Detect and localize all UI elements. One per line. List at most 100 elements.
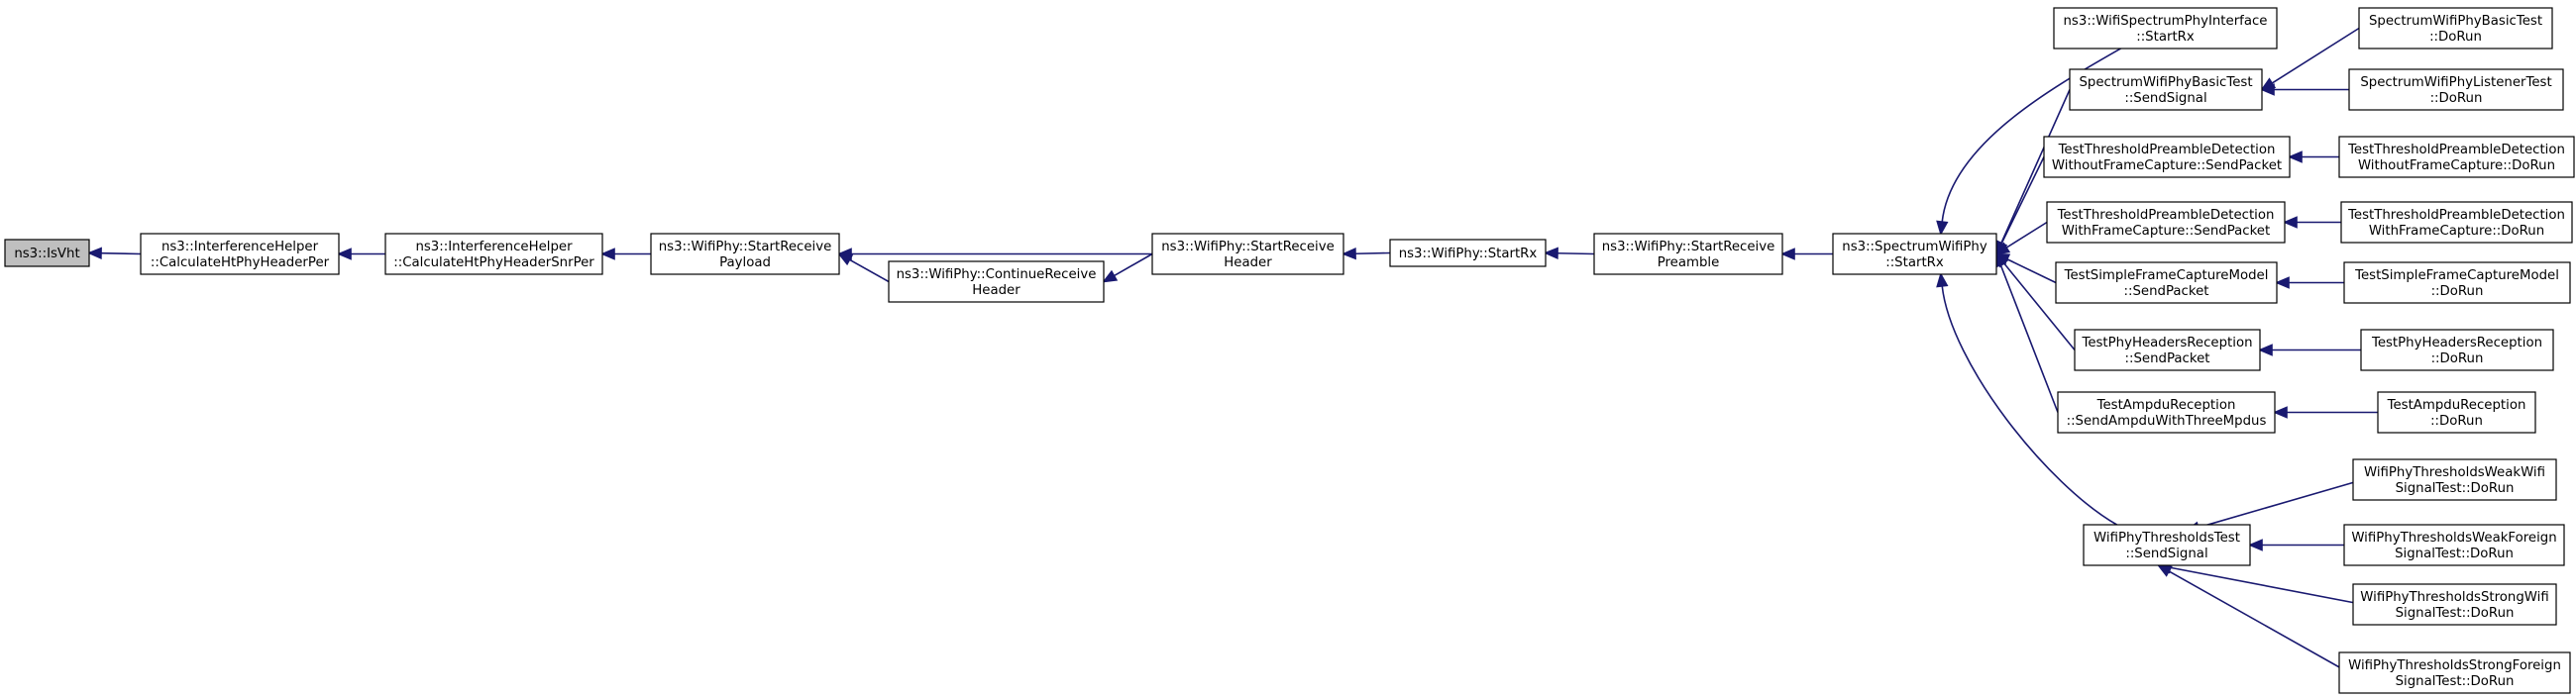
- edge-spstartrx-to-srpreamble: [1779, 248, 1833, 260]
- graph-node-spstartrx[interactable]: ns3::SpectrumWifiPhy::StartRx: [1832, 233, 1997, 275]
- node-box: [384, 233, 603, 275]
- node-label: ::CalculateHtPhyHeaderSnrPer: [393, 255, 594, 270]
- node-box: [2340, 201, 2573, 244]
- node-box: [1151, 233, 1344, 275]
- edge-sf_run-to-wptt: [2156, 563, 2350, 674]
- graph-node-isvht[interactable]: ns3::IsVht: [4, 239, 90, 267]
- node-label: TestAmpduReception: [2387, 398, 2526, 413]
- edge-tsfc_run-to-tsfc: [2274, 276, 2344, 289]
- node-box: [650, 233, 840, 275]
- graph-node-sw_run[interactable]: WifiPhyThresholdsStrongWifiSignalTest::D…: [2352, 583, 2557, 626]
- graph-node-wspi[interactable]: ns3::WifiSpectrumPhyInterface::StartRx: [2053, 7, 2278, 50]
- graph-node-tampdu[interactable]: TestAmpduReception::SendAmpduWithThreeMp…: [2057, 391, 2276, 434]
- node-box: [1593, 233, 1783, 275]
- node-label: ::DoRun: [2430, 414, 2483, 429]
- node-label: WithoutFrameCapture::DoRun: [2358, 158, 2555, 173]
- graph-node-tsfc[interactable]: TestSimpleFrameCaptureModel::SendPacket: [2055, 261, 2278, 304]
- graph-node-swpbt_send[interactable]: SpectrumWifiPhyBasicTest::SendSignal: [2069, 68, 2263, 111]
- node-box: [2055, 261, 2278, 304]
- node-box: [1832, 233, 1997, 275]
- node-label: ns3::WifiPhy::StartReceive: [1161, 240, 1335, 254]
- node-label: TestAmpduReception: [2096, 398, 2236, 413]
- edge-arrowhead: [1936, 271, 1949, 288]
- graph-node-tpd_w_run[interactable]: TestThresholdPreambleDetectionWithFrameC…: [2340, 201, 2573, 244]
- edge-line: [1354, 251, 1391, 255]
- graph-node-tphr_run[interactable]: TestPhyHeadersReception::DoRun: [2360, 329, 2554, 371]
- node-box: [2377, 391, 2536, 434]
- graph-node-ww_run[interactable]: WifiPhyThresholdsWeakWifiSignalTest::DoR…: [2352, 458, 2557, 501]
- edge-arrowhead: [2282, 216, 2298, 229]
- node-box: [2352, 583, 2557, 626]
- graph-node-calcsnr[interactable]: ns3::InterferenceHelper::CalculateHtPhyH…: [384, 233, 603, 275]
- edge-tpd_w_run-to-tpd_w: [2282, 216, 2341, 229]
- node-label: Preamble: [1658, 255, 1720, 270]
- node-label: TestThresholdPreambleDetection: [2057, 208, 2275, 223]
- node-label: TestSimpleFrameCaptureModel: [2064, 268, 2269, 283]
- graph-node-swplt_run[interactable]: SpectrumWifiPhyListenerTest::DoRun: [2348, 68, 2564, 111]
- graph-node-tphr[interactable]: TestPhyHeadersReception::SendPacket: [2074, 329, 2261, 371]
- edge-srpreamble-to-startrx: [1543, 247, 1595, 259]
- graph-node-wf_run[interactable]: WifiPhyThresholdsWeakForeignSignalTest::…: [2343, 524, 2565, 566]
- graph-node-tpd_w[interactable]: TestThresholdPreambleDetectionWithFrameC…: [2046, 201, 2286, 244]
- node-label: WifiPhyThresholdsTest: [2093, 531, 2240, 546]
- graph-node-swpbt_run[interactable]: SpectrumWifiPhyBasicTest::DoRun: [2358, 7, 2553, 50]
- edge-calcsnr-to-calcper: [336, 248, 385, 260]
- node-label: SignalTest::DoRun: [2395, 547, 2514, 561]
- node-label: ::CalculateHtPhyHeaderPer: [151, 255, 330, 270]
- graph-node-calcper[interactable]: ns3::InterferenceHelper::CalculateHtPhyH…: [140, 233, 340, 275]
- node-label: SignalTest::DoRun: [2396, 481, 2515, 496]
- graph-node-startrx[interactable]: ns3::WifiPhy::StartRx: [1389, 239, 1547, 267]
- node-label: ::DoRun: [2429, 30, 2482, 45]
- edge-wspi-to-spstartrx: [1936, 48, 2121, 237]
- graph-node-tpd_wo[interactable]: TestThresholdPreambleDetectionWithoutFra…: [2043, 136, 2291, 178]
- graph-node-tampdu_run[interactable]: TestAmpduReception::DoRun: [2377, 391, 2536, 434]
- edge-tampdu_run-to-tampdu: [2272, 406, 2378, 419]
- node-label: TestSimpleFrameCaptureModel: [2354, 268, 2559, 283]
- edge-line: [1556, 251, 1595, 255]
- graph-node-tsfc_run[interactable]: TestSimpleFrameCaptureModel::DoRun: [2343, 261, 2571, 304]
- graph-node-tpd_wo_run[interactable]: TestThresholdPreambleDetectionWithoutFra…: [2338, 136, 2575, 178]
- node-label: WithFrameCapture::DoRun: [2369, 224, 2544, 239]
- node-box: [2348, 68, 2564, 111]
- node-box: [2083, 524, 2251, 566]
- edge-sw_run-to-wptt: [2156, 561, 2364, 606]
- node-label: Header: [972, 283, 1020, 298]
- node-box: [2360, 329, 2554, 371]
- node-label: SignalTest::DoRun: [2396, 606, 2515, 621]
- node-label: TestThresholdPreambleDetection: [2347, 208, 2565, 223]
- graph-node-sf_run[interactable]: WifiPhyThresholdsStrongForeignSignalTest…: [2338, 651, 2571, 694]
- edge-line: [1999, 264, 2059, 413]
- node-label: ::SendPacket: [2124, 284, 2209, 299]
- edge-line: [2000, 89, 2071, 244]
- node-label: ns3::WifiSpectrumPhyInterface: [2064, 14, 2268, 29]
- node-box: [2352, 458, 2557, 501]
- node-label: WifiPhyThresholdsStrongForeign: [2348, 658, 2561, 673]
- edge-srpayload-to-calcsnr: [599, 248, 651, 260]
- node-label: SpectrumWifiPhyBasicTest: [2369, 14, 2542, 29]
- edge-srheader-to-contrecv: [1102, 252, 1153, 283]
- node-label: ::SendPacket: [2125, 351, 2210, 366]
- edge-swplt_run-to-swpbt_send: [2259, 83, 2349, 96]
- node-label: Payload: [719, 255, 771, 270]
- graph-node-wptt[interactable]: WifiPhyThresholdsTest::SendSignal: [2083, 524, 2251, 566]
- node-box: [2338, 136, 2575, 178]
- edge-arrowhead: [1936, 220, 1949, 237]
- edge-wf_run-to-wptt: [2247, 539, 2344, 551]
- node-label: ::SendSignal: [2124, 91, 2206, 106]
- edge-contrecv-to-srpayload: [837, 252, 890, 283]
- node-label: ::DoRun: [2431, 351, 2484, 366]
- node-label: TestThresholdPreambleDetection: [2347, 143, 2565, 157]
- node-label: WifiPhyThresholdsWeakWifi: [2364, 465, 2545, 480]
- node-label: ns3::WifiPhy::StartRx: [1399, 247, 1538, 261]
- node-label: TestThresholdPreambleDetection: [2058, 143, 2276, 157]
- edge-line: [849, 258, 890, 283]
- node-box: [2046, 201, 2286, 244]
- edge-line: [2170, 566, 2364, 606]
- edge-arrowhead: [1102, 269, 1119, 283]
- node-label: TestPhyHeadersReception: [2081, 336, 2252, 350]
